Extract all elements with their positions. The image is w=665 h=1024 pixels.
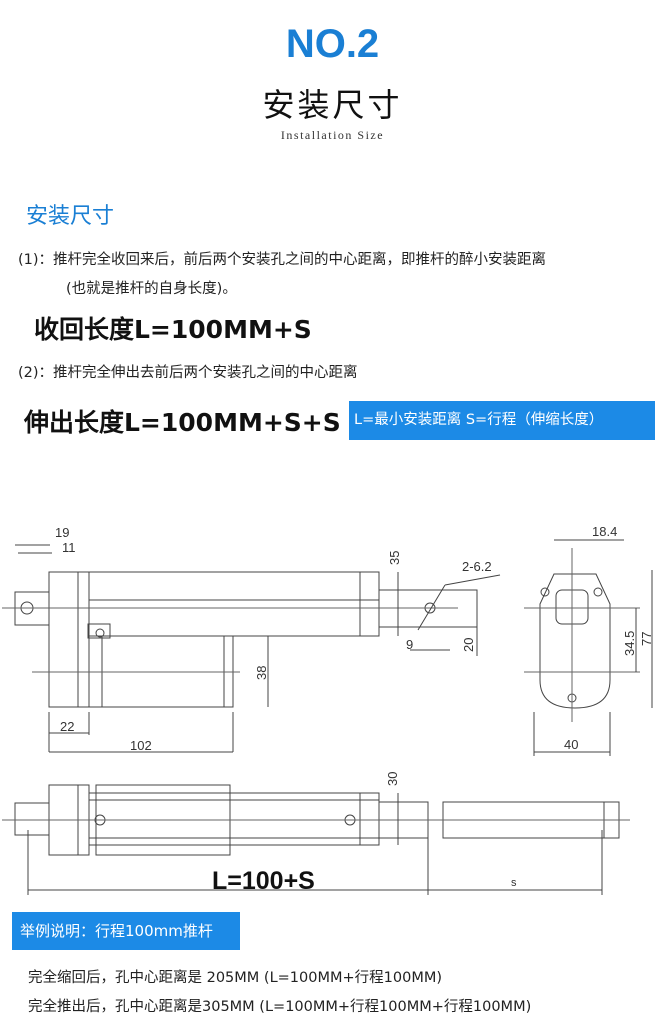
dim-35: 35 — [387, 551, 402, 565]
retract-formula: 收回长度L=100MM+S — [34, 315, 312, 344]
section-title: 安装尺寸 — [26, 204, 115, 229]
length-formula: L=100+S — [212, 867, 315, 895]
example-badge: 举例说明：行程100mm推杆 — [12, 912, 240, 950]
page-title: 安装尺寸 — [262, 86, 403, 124]
note-1-line-2: (也就是推杆的自身长度)。 — [66, 281, 237, 297]
dim-38: 38 — [254, 666, 269, 680]
top-view — [2, 784, 630, 895]
end-view — [524, 539, 653, 756]
dim-9: 9 — [406, 637, 413, 652]
dim-22: 22 — [60, 719, 74, 734]
dim-40: 40 — [564, 737, 578, 752]
example-line-1: 完全缩回后，孔中心距离是 205MM (L=100MM+行程100MM) — [28, 970, 442, 986]
page-subtitle: Installation Size — [280, 128, 385, 142]
dim-102: 102 — [130, 738, 152, 753]
dim-77: 77 — [639, 632, 654, 646]
dim-30: 30 — [385, 772, 400, 786]
section-number: NO.2 — [285, 22, 380, 66]
extend-formula: 伸出长度L=100MM+S+S — [24, 408, 341, 437]
dim-18-4: 18.4 — [592, 524, 617, 539]
dim-hole: 2-6.2 — [462, 559, 492, 574]
dim-20: 20 — [461, 638, 476, 652]
note-1-line-1: (1)：推杆完全收回来后，前后两个安装孔之间的中心距离，即推杆的醉小安装距离 — [18, 252, 547, 268]
example-line-2: 完全推出后，孔中心距离是305MM (L=100MM+行程100MM+行程100… — [28, 999, 532, 1015]
dim-19: 19 — [55, 525, 69, 540]
dim-11: 11 — [62, 540, 76, 555]
note-2: (2)：推杆完全伸出去前后两个安装孔之间的中心距离 — [18, 365, 358, 381]
stroke-label: s — [511, 877, 517, 889]
dim-34-5: 34.5 — [622, 631, 637, 656]
side-view — [2, 544, 501, 753]
legend-badge: L=最小安装距离 S=行程（伸缩长度） — [349, 401, 655, 440]
